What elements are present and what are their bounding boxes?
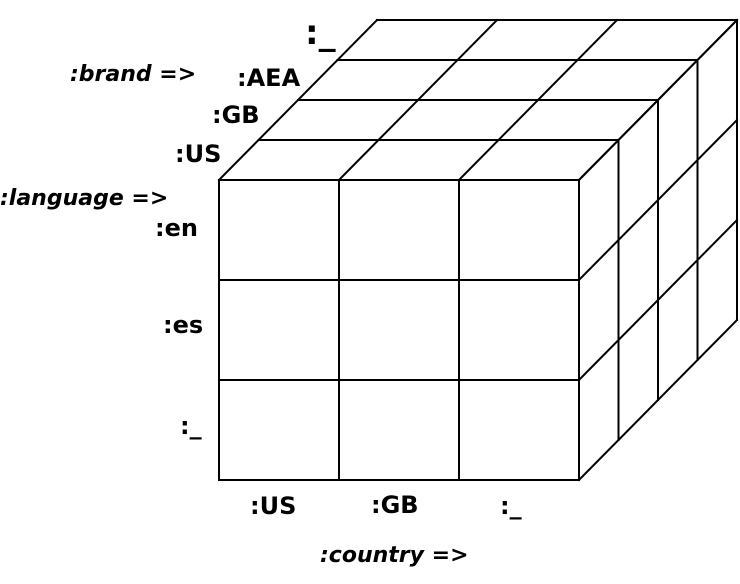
brand-label-aea: :AEA (237, 64, 301, 92)
grid-line (577, 18, 739, 182)
grid-line (577, 218, 739, 382)
brand-axis-title: :brand => (70, 62, 196, 87)
country-label-us: :US (250, 492, 296, 520)
grid-line (457, 18, 619, 182)
country-label-other: :_ (500, 492, 522, 520)
brand-label-other: :_ (305, 13, 336, 53)
cube-grid (217, 18, 739, 482)
grid-line (577, 318, 739, 482)
country-axis-title: :country => (320, 543, 469, 568)
language-label-es: :es (163, 311, 203, 339)
language-label-other: :_ (180, 412, 202, 440)
grid-line (337, 18, 499, 182)
language-label-en: :en (155, 214, 198, 242)
brand-label-us: :US (175, 140, 221, 168)
grid-line (577, 118, 739, 282)
language-axis-title: :language => (0, 186, 168, 211)
grid-line (217, 18, 379, 182)
country-label-gb: :GB (371, 491, 419, 519)
brand-label-gb: :GB (212, 101, 260, 129)
